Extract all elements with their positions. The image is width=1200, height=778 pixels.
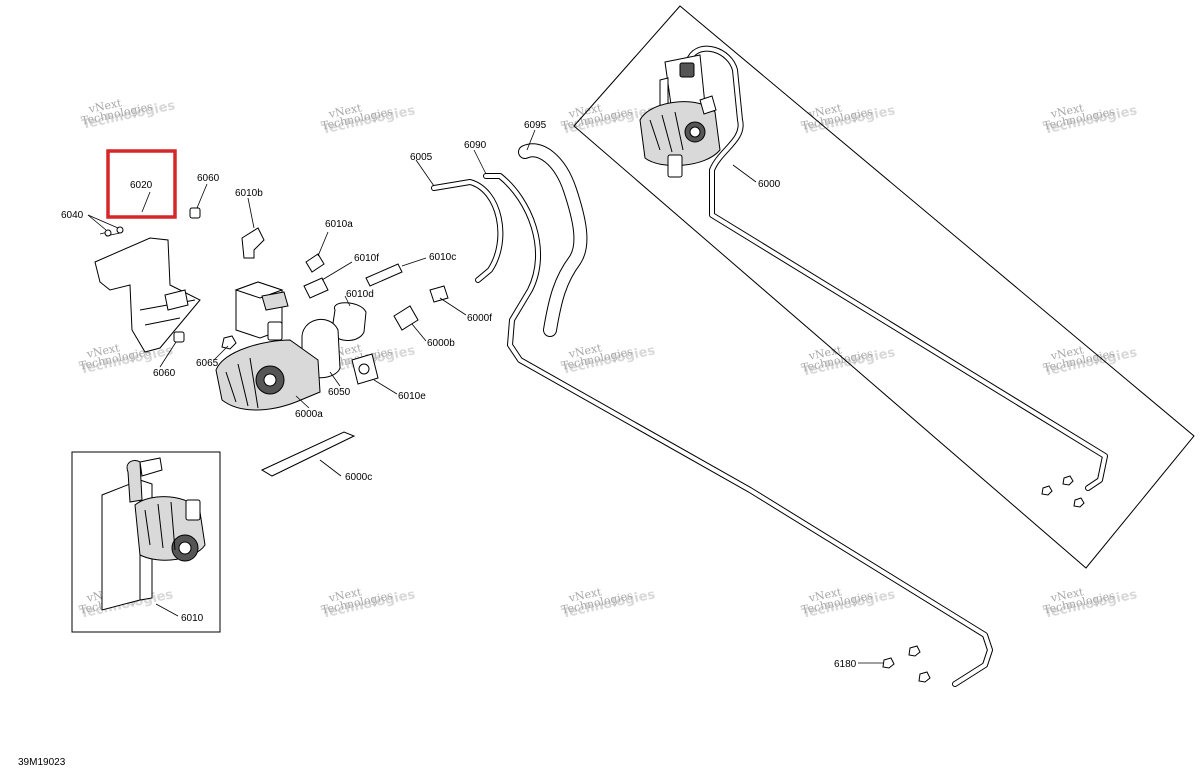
leader-lines [87, 129, 883, 664]
callout-6060-bottom[interactable]: 6060 [153, 368, 176, 379]
callout-6020[interactable]: 6020 [130, 180, 153, 191]
assembly-6000-illustration [639, 45, 1108, 508]
watermark: Technologies vNext Technologies [800, 101, 897, 137]
watermark: Technologies vNext Technologies [320, 585, 417, 621]
callout-6010a[interactable]: 6010a [325, 219, 353, 230]
watermark: Technologies vNext Technologies [800, 343, 897, 379]
callout-6065[interactable]: 6065 [196, 358, 219, 369]
callout-6090[interactable]: 6090 [464, 140, 487, 151]
callout-6010b[interactable]: 6010b [235, 188, 263, 199]
watermark: Technologies vNext Technologies [1042, 343, 1139, 379]
diagram-reference-code: 39M19023 [18, 757, 66, 768]
callout-6180[interactable]: 6180 [834, 659, 857, 670]
callout-6000[interactable]: 6000 [758, 179, 781, 190]
watermark: Technologies vNext Technologies [320, 101, 417, 137]
callout-6010[interactable]: 6010 [181, 613, 204, 624]
exploded-parts [94, 143, 993, 687]
watermark: Technologies vNext Technologies [560, 585, 657, 621]
assembly-6010-inset-frame [71, 451, 221, 633]
callout-6010d[interactable]: 6010d [346, 289, 374, 300]
callout-6010c[interactable]: 6010c [429, 252, 456, 263]
highlight-box-6020 [106, 149, 177, 219]
callout-6060-top[interactable]: 6060 [197, 173, 220, 184]
watermark: Technologies vNext Technologies [1042, 101, 1139, 137]
callout-6010f[interactable]: 6010f [354, 253, 379, 264]
assembly-6000-inset-frame [573, 5, 1195, 569]
watermark: Technologies vNext Technologies [560, 341, 657, 377]
callout-6005[interactable]: 6005 [410, 152, 433, 163]
callout-6095[interactable]: 6095 [524, 120, 547, 131]
part-6040-bolts [99, 226, 124, 237]
watermark: Technologies vNext Technologies [1042, 585, 1139, 621]
callout-labels: 6020 6060 6010b 6040 6010a 6010f 6010c 6… [61, 120, 857, 670]
watermark: Technologies vNext Technologies [800, 585, 897, 621]
callout-6000b[interactable]: 6000b [427, 338, 455, 349]
callout-6000a[interactable]: 6000a [295, 409, 323, 420]
callout-6000f[interactable]: 6000f [467, 313, 492, 324]
callout-6000c[interactable]: 6000c [345, 472, 372, 483]
part-6020-bracket[interactable] [94, 237, 201, 353]
assembly-6010-illustration [101, 457, 206, 611]
part-6000c-pad[interactable] [260, 431, 356, 477]
callout-6040[interactable]: 6040 [61, 210, 84, 221]
callout-6050[interactable]: 6050 [328, 387, 351, 398]
callout-6010e[interactable]: 6010e [398, 391, 426, 402]
watermark: Technologies vNext Technologies [80, 96, 177, 132]
